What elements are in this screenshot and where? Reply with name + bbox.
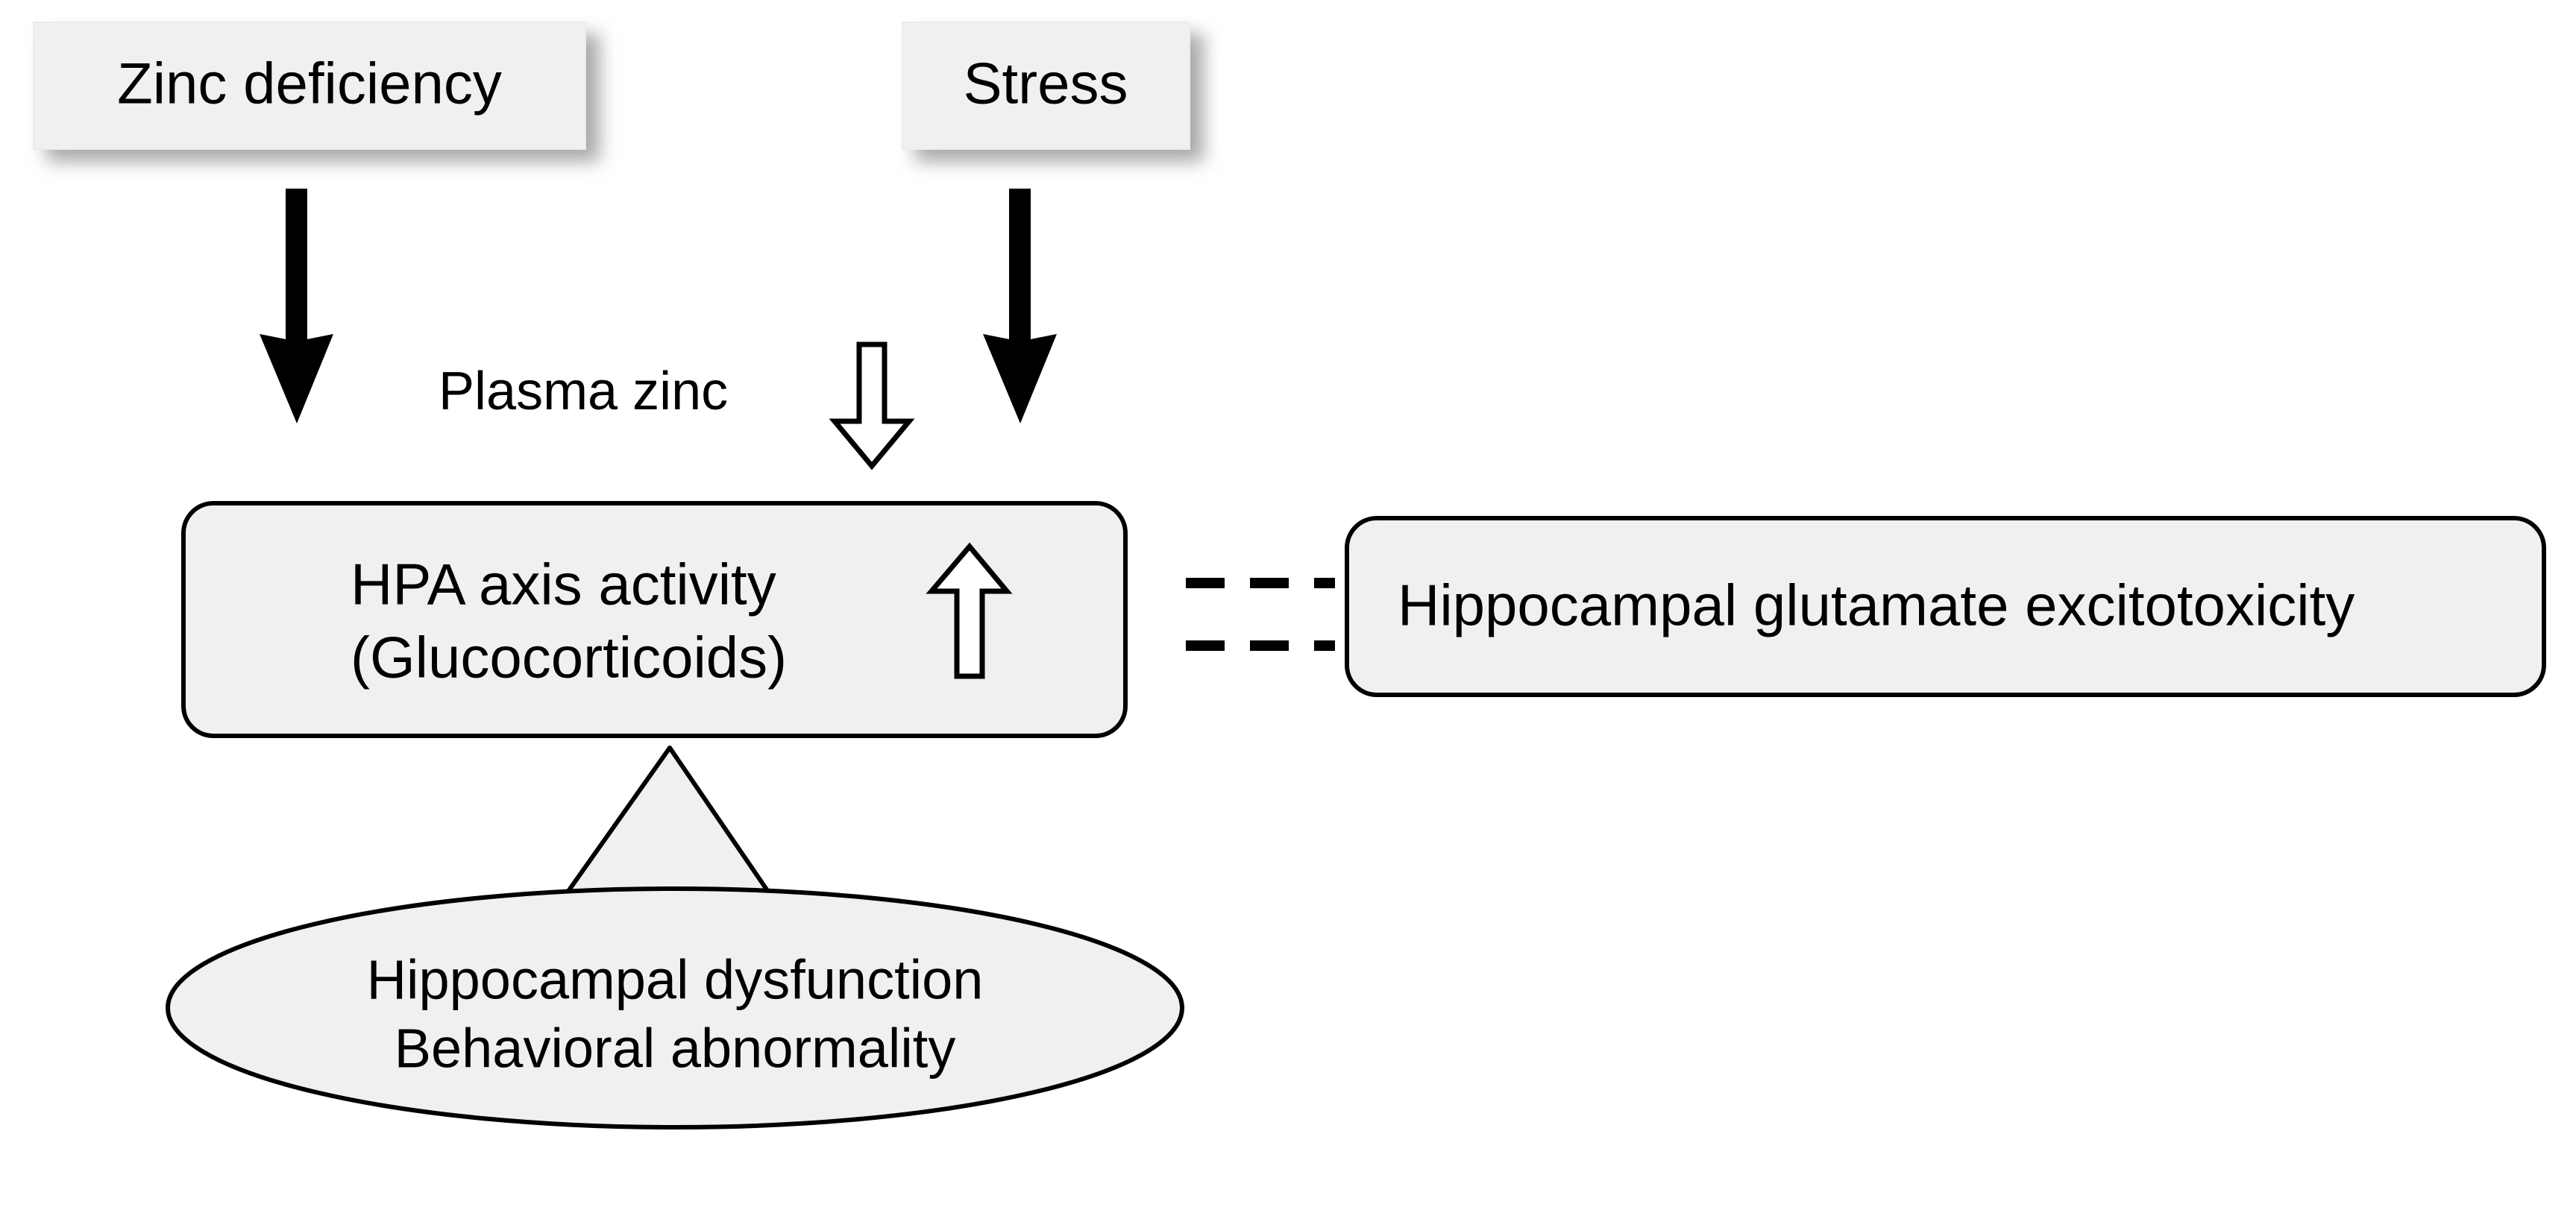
hpa-axis-label-line1: HPA axis activity <box>351 552 776 617</box>
annotation-plasma-zinc: Plasma zinc <box>439 341 915 470</box>
callout-tail <box>556 746 780 908</box>
excitotoxicity-box <box>1345 516 2546 697</box>
stress-label: Stress <box>963 51 1128 116</box>
down-arrow-icon <box>829 341 915 470</box>
excitotoxicity-label: Hippocampal glutamate excitotoxicity <box>1398 573 2354 638</box>
node-hpa-axis[interactable]: HPA axis activity (Glucocorticoids) <box>181 501 1128 738</box>
zinc-deficiency-box <box>33 22 586 150</box>
node-zinc-deficiency[interactable]: Zinc deficiency <box>33 22 586 150</box>
zinc-deficiency-label: Zinc deficiency <box>117 51 502 116</box>
solid-down-arrow-icon <box>983 189 1057 423</box>
outcome-label-line2: Behavioral abnormality <box>395 1018 956 1080</box>
stress-box <box>902 22 1190 150</box>
outcome-ellipse-inner <box>172 893 1178 1123</box>
connector-stress-to-hpa <box>983 189 1057 423</box>
outcome-label-line1: Hippocampal dysfunction <box>367 949 984 1011</box>
connector-hpa-to-excitotoxicity <box>1186 578 1335 651</box>
connector-zinc-to-hpa <box>260 189 333 423</box>
solid-down-arrow-icon <box>260 189 333 423</box>
hpa-axis-box <box>181 501 1128 738</box>
hpa-axis-label-line2: (Glucocorticoids) <box>351 625 787 690</box>
plasma-zinc-label: Plasma zinc <box>439 362 728 421</box>
up-arrow-icon <box>926 542 1013 679</box>
node-outcome-callout[interactable]: Hippocampal dysfunction Behavioral abnor… <box>166 746 1184 1129</box>
node-excitotoxicity[interactable]: Hippocampal glutamate excitotoxicity <box>1345 516 2546 697</box>
node-stress[interactable]: Stress <box>902 22 1190 150</box>
